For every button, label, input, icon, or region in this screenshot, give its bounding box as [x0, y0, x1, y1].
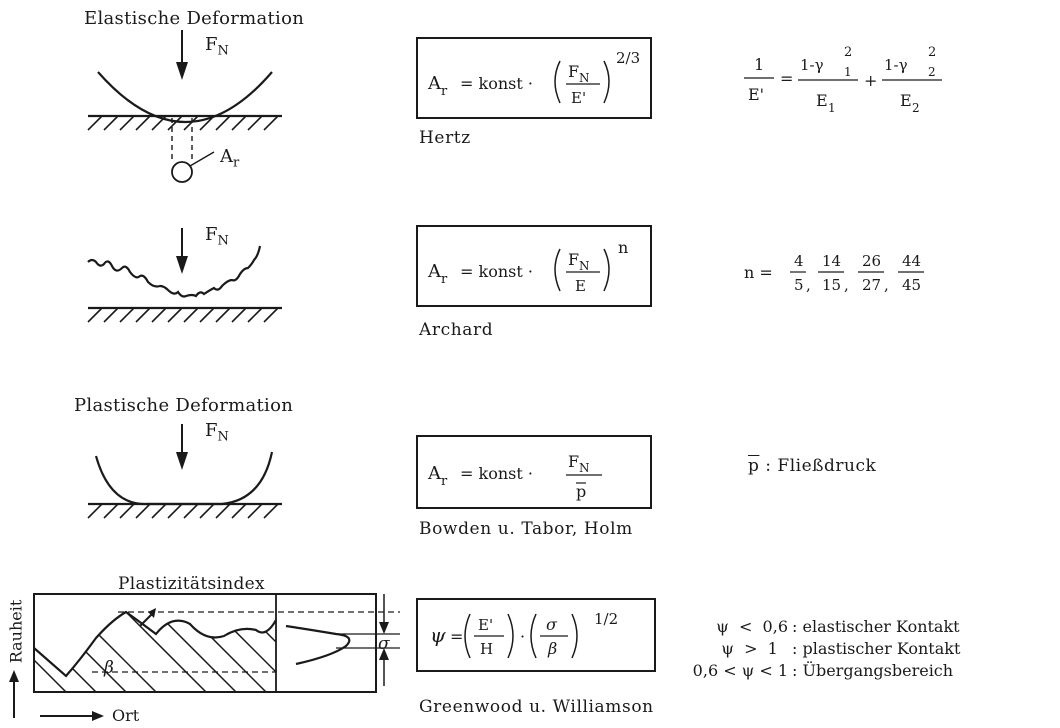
svg-text:1: 1	[754, 55, 764, 74]
greenwood-formula: ψ = E' H · σ β 1/2	[430, 610, 618, 659]
plasticity-conditions: ψ < 0,6 : elastischer Kontakt ψ > 1 : pl…	[662, 616, 1054, 682]
force-label-1: FN	[205, 34, 229, 59]
height-distribution-curve	[285, 624, 351, 666]
area-label: Ar	[220, 146, 240, 171]
flow-pressure-note: p : Fließdruck	[748, 456, 877, 476]
svg-text:E: E	[900, 91, 912, 110]
svg-text:β: β	[547, 639, 557, 658]
rough-sphere-arc	[87, 245, 262, 298]
svg-text:A: A	[427, 261, 442, 282]
hertz-formula-box: A r = konst · F N E' 2/3	[416, 37, 652, 119]
svg-text:·: ·	[520, 627, 525, 646]
svg-text:A: A	[427, 73, 442, 94]
svg-text:E': E'	[748, 85, 764, 104]
svg-text:F: F	[568, 250, 579, 269]
hertz-formula: A r = konst · F N E' 2/3	[427, 49, 640, 107]
svg-text:2: 2	[928, 65, 936, 79]
svg-text:=: =	[450, 627, 463, 646]
contact-sketches	[87, 30, 282, 519]
section-3-heading: Plastische Deformation	[74, 395, 294, 416]
svg-text:E: E	[575, 277, 586, 295]
svg-text:1-γ: 1-γ	[800, 56, 824, 74]
svg-text:H: H	[480, 640, 493, 658]
svg-text:N: N	[579, 259, 590, 273]
svg-text:26: 26	[862, 252, 881, 270]
svg-text:r: r	[441, 474, 448, 489]
svg-text:2/3: 2/3	[616, 49, 640, 67]
reduced-modulus-formula: 1 E' = 1-γ 2 1 E 1 + 1-γ 2 2 E 2	[744, 45, 942, 115]
svg-text:,: ,	[844, 276, 849, 294]
svg-text:1/2: 1/2	[594, 610, 618, 628]
svg-text:A: A	[427, 463, 442, 484]
beta-label: β	[104, 658, 114, 678]
roughness-profile	[33, 610, 277, 678]
svg-text:+: +	[864, 71, 877, 90]
elastic-contact-sketch	[87, 30, 282, 183]
roughness-profile-sketch	[9, 593, 400, 721]
force-label-3: FN	[205, 420, 229, 445]
svg-text:,: ,	[884, 276, 889, 294]
plastic-contact-sketch	[87, 424, 282, 519]
svg-text:n: n	[618, 238, 628, 257]
bowden-formula-box: A r = konst · F N p	[416, 435, 652, 509]
svg-text:= konst ·: = konst ·	[460, 464, 533, 483]
bowden-caption: Bowden u. Tabor, Holm	[419, 519, 633, 539]
svg-text:15: 15	[822, 276, 841, 294]
svg-text:N: N	[579, 71, 590, 85]
greenwood-formula-box: ψ = E' H · σ β 1/2	[416, 598, 656, 672]
exponent-fraction: 4 5 ,	[790, 252, 811, 294]
sigma-label: σ	[378, 634, 390, 654]
svg-text:1: 1	[844, 65, 852, 79]
x-axis-label: Ort	[112, 706, 140, 725]
exponent-fraction: 26 27 ,	[858, 252, 889, 294]
svg-text:F: F	[568, 62, 579, 81]
svg-text:N: N	[579, 461, 590, 475]
archard-caption: Archard	[419, 320, 494, 340]
exponent-fraction: 44 45	[898, 252, 924, 294]
hertz-caption: Hertz	[419, 128, 471, 148]
section-4-heading: Plastizitätsindex	[118, 574, 265, 594]
svg-text:E': E'	[571, 89, 586, 107]
section-1-heading: Elastische Deformation	[84, 8, 305, 29]
svg-text:45: 45	[902, 276, 921, 294]
svg-text:27: 27	[862, 276, 881, 294]
archard-exponents: n = 4 5 , 14 15 , 26 27 , 44 45	[744, 252, 924, 294]
svg-text:1: 1	[828, 101, 836, 115]
svg-text:E': E'	[478, 616, 493, 634]
bowden-formula: A r = konst · F N p	[427, 452, 602, 501]
condition-row: ψ < 0,6 : elastischer Kontakt	[716, 617, 960, 636]
svg-text:44: 44	[902, 252, 921, 270]
svg-text:5: 5	[794, 276, 804, 294]
svg-text:F: F	[568, 452, 579, 471]
archard-contact-sketch	[87, 228, 282, 323]
svg-text:,: ,	[806, 276, 811, 294]
svg-text:14: 14	[822, 252, 841, 270]
greenwood-caption: Greenwood u. Williamson	[419, 697, 654, 717]
svg-text:n =: n =	[744, 263, 773, 282]
svg-text:E: E	[816, 91, 828, 110]
svg-text:= konst ·: = konst ·	[460, 74, 533, 93]
svg-text:2: 2	[844, 45, 852, 60]
archard-formula-box: A r = konst · F N E n	[416, 225, 652, 307]
svg-text:σ: σ	[546, 615, 558, 634]
svg-text:r: r	[441, 84, 448, 99]
svg-text:=: =	[780, 69, 793, 88]
sphere-arc-1	[97, 71, 273, 124]
svg-text:= konst ·: = konst ·	[460, 262, 533, 281]
condition-row: 0,6 < ψ < 1 : Übergangsbereich	[692, 661, 954, 680]
svg-text:ψ: ψ	[430, 623, 446, 647]
exponent-fraction: 14 15 ,	[818, 252, 849, 294]
contact-area-circle	[171, 161, 193, 183]
force-label-2: FN	[205, 224, 229, 249]
svg-text:r: r	[441, 272, 448, 287]
svg-text:2: 2	[928, 45, 936, 60]
svg-text:p: p	[576, 482, 586, 501]
svg-text:1-γ: 1-γ	[884, 56, 908, 74]
svg-text:4: 4	[794, 252, 804, 270]
y-axis-label: Rauheit	[6, 599, 26, 664]
archard-formula: A r = konst · F N E n	[427, 238, 628, 295]
svg-text:2: 2	[912, 101, 920, 115]
condition-row: ψ > 1 : plastischer Kontakt	[721, 639, 961, 658]
